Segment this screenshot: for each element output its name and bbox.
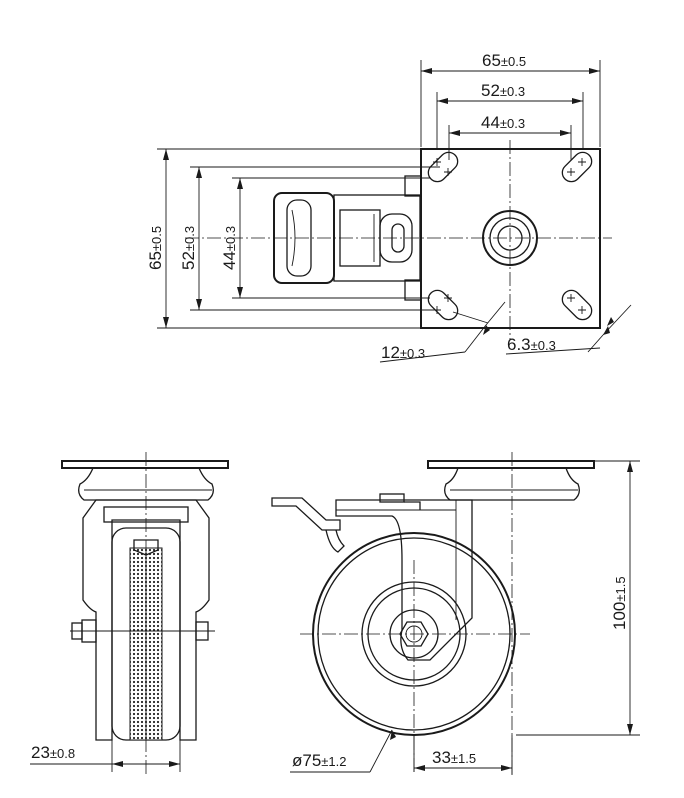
slot-hole-tr bbox=[561, 151, 593, 183]
dim-top-width-44: 44±0.3 bbox=[448, 113, 572, 160]
dim-value: 33 bbox=[432, 748, 451, 767]
dim-value: 65 bbox=[482, 51, 501, 70]
dim-height-100: 100±1.5 bbox=[516, 460, 640, 736]
dim-value: 44 bbox=[481, 113, 500, 132]
side-axle-nut bbox=[399, 621, 429, 647]
dim-tolerance: ±0.5 bbox=[501, 54, 526, 69]
dim-value: 44 bbox=[220, 251, 239, 270]
dim-top-height-44: 44±0.3 bbox=[220, 177, 430, 299]
svg-text:65±0.5: 65±0.5 bbox=[146, 226, 165, 270]
svg-text:44±0.3: 44±0.3 bbox=[220, 226, 239, 270]
dim-diameter-75: ø75±1.2 bbox=[290, 729, 415, 773]
dim-tolerance: ±0.3 bbox=[531, 338, 556, 353]
dim-tolerance: ±0.8 bbox=[50, 746, 75, 761]
dim-top-width-65: 65±0.5 bbox=[420, 51, 601, 147]
svg-text:12±0.3: 12±0.3 bbox=[381, 343, 425, 362]
kingpin-hub bbox=[482, 210, 538, 266]
svg-text:44±0.3: 44±0.3 bbox=[481, 113, 525, 132]
dim-offset-33: 33±1.5 bbox=[414, 735, 513, 775]
side-brake-lever bbox=[271, 493, 421, 553]
brake-lever bbox=[273, 175, 422, 301]
slot-hole-bl bbox=[427, 289, 459, 321]
dim-value: 100 bbox=[610, 602, 629, 630]
dim-tolerance: ±1.5 bbox=[451, 751, 476, 766]
dim-tolerance: ±0.3 bbox=[400, 346, 425, 361]
side-swivel-housing bbox=[444, 467, 580, 501]
svg-text:52±0.3: 52±0.3 bbox=[179, 226, 198, 270]
svg-text:33±1.5: 33±1.5 bbox=[432, 748, 476, 767]
svg-text:100±1.5: 100±1.5 bbox=[610, 576, 629, 630]
dim-value: 52 bbox=[179, 251, 198, 270]
front-top-plate bbox=[61, 460, 229, 469]
front-fork bbox=[82, 499, 210, 741]
dim-wheel-width-23: 23±0.8 bbox=[30, 740, 181, 772]
front-brake-block bbox=[133, 539, 159, 556]
dim-top-width-52: 52±0.3 bbox=[436, 81, 584, 150]
slot-hole-br bbox=[561, 289, 593, 321]
side-fork-leg bbox=[335, 499, 473, 661]
dim-value: 6.3 bbox=[507, 335, 531, 354]
dim-tolerance: ±0.3 bbox=[500, 84, 525, 99]
front-axle-bolt bbox=[70, 619, 215, 643]
svg-text:52±0.3: 52±0.3 bbox=[481, 81, 525, 100]
dim-value: ø75 bbox=[292, 751, 321, 770]
front-fork-bridge bbox=[103, 506, 189, 523]
dim-tolerance: ±0.3 bbox=[223, 226, 238, 251]
svg-text:6.3±0.3: 6.3±0.3 bbox=[507, 335, 556, 354]
svg-text:65±0.5: 65±0.5 bbox=[482, 51, 526, 70]
dim-top-height-65: 65±0.5 bbox=[146, 148, 421, 329]
dim-tolerance: ±0.3 bbox=[500, 116, 525, 131]
dim-value: 23 bbox=[31, 743, 50, 762]
slot-hole-tl bbox=[427, 151, 459, 183]
dim-tolerance: ±0.3 bbox=[182, 226, 197, 251]
dim-tolerance: ±0.5 bbox=[149, 226, 164, 251]
side-top-plate bbox=[427, 460, 595, 469]
dim-value: 52 bbox=[481, 81, 500, 100]
dim-value: 12 bbox=[381, 343, 400, 362]
dim-value: 65 bbox=[146, 251, 165, 270]
svg-text:ø75±1.2: ø75±1.2 bbox=[292, 751, 347, 770]
dim-tolerance: ±1.2 bbox=[321, 754, 346, 769]
front-swivel-housing bbox=[78, 467, 214, 501]
dim-tolerance: ±1.5 bbox=[613, 576, 628, 601]
dim-slot-length-12: 12±0.3 bbox=[379, 301, 506, 363]
svg-text:23±0.8: 23±0.8 bbox=[31, 743, 75, 762]
dim-slot-width-6.3: 6.3±0.3 bbox=[505, 304, 632, 355]
top-view: 65±0.5 52±0.3 44±0.3 65±0.5 bbox=[146, 51, 632, 363]
top-plate bbox=[420, 148, 601, 329]
front-view: 23±0.8 bbox=[30, 452, 229, 775]
side-view: ø75±1.2 33±1.5 100±1.5 bbox=[271, 452, 640, 775]
dim-top-height-52: 52±0.3 bbox=[179, 166, 440, 311]
